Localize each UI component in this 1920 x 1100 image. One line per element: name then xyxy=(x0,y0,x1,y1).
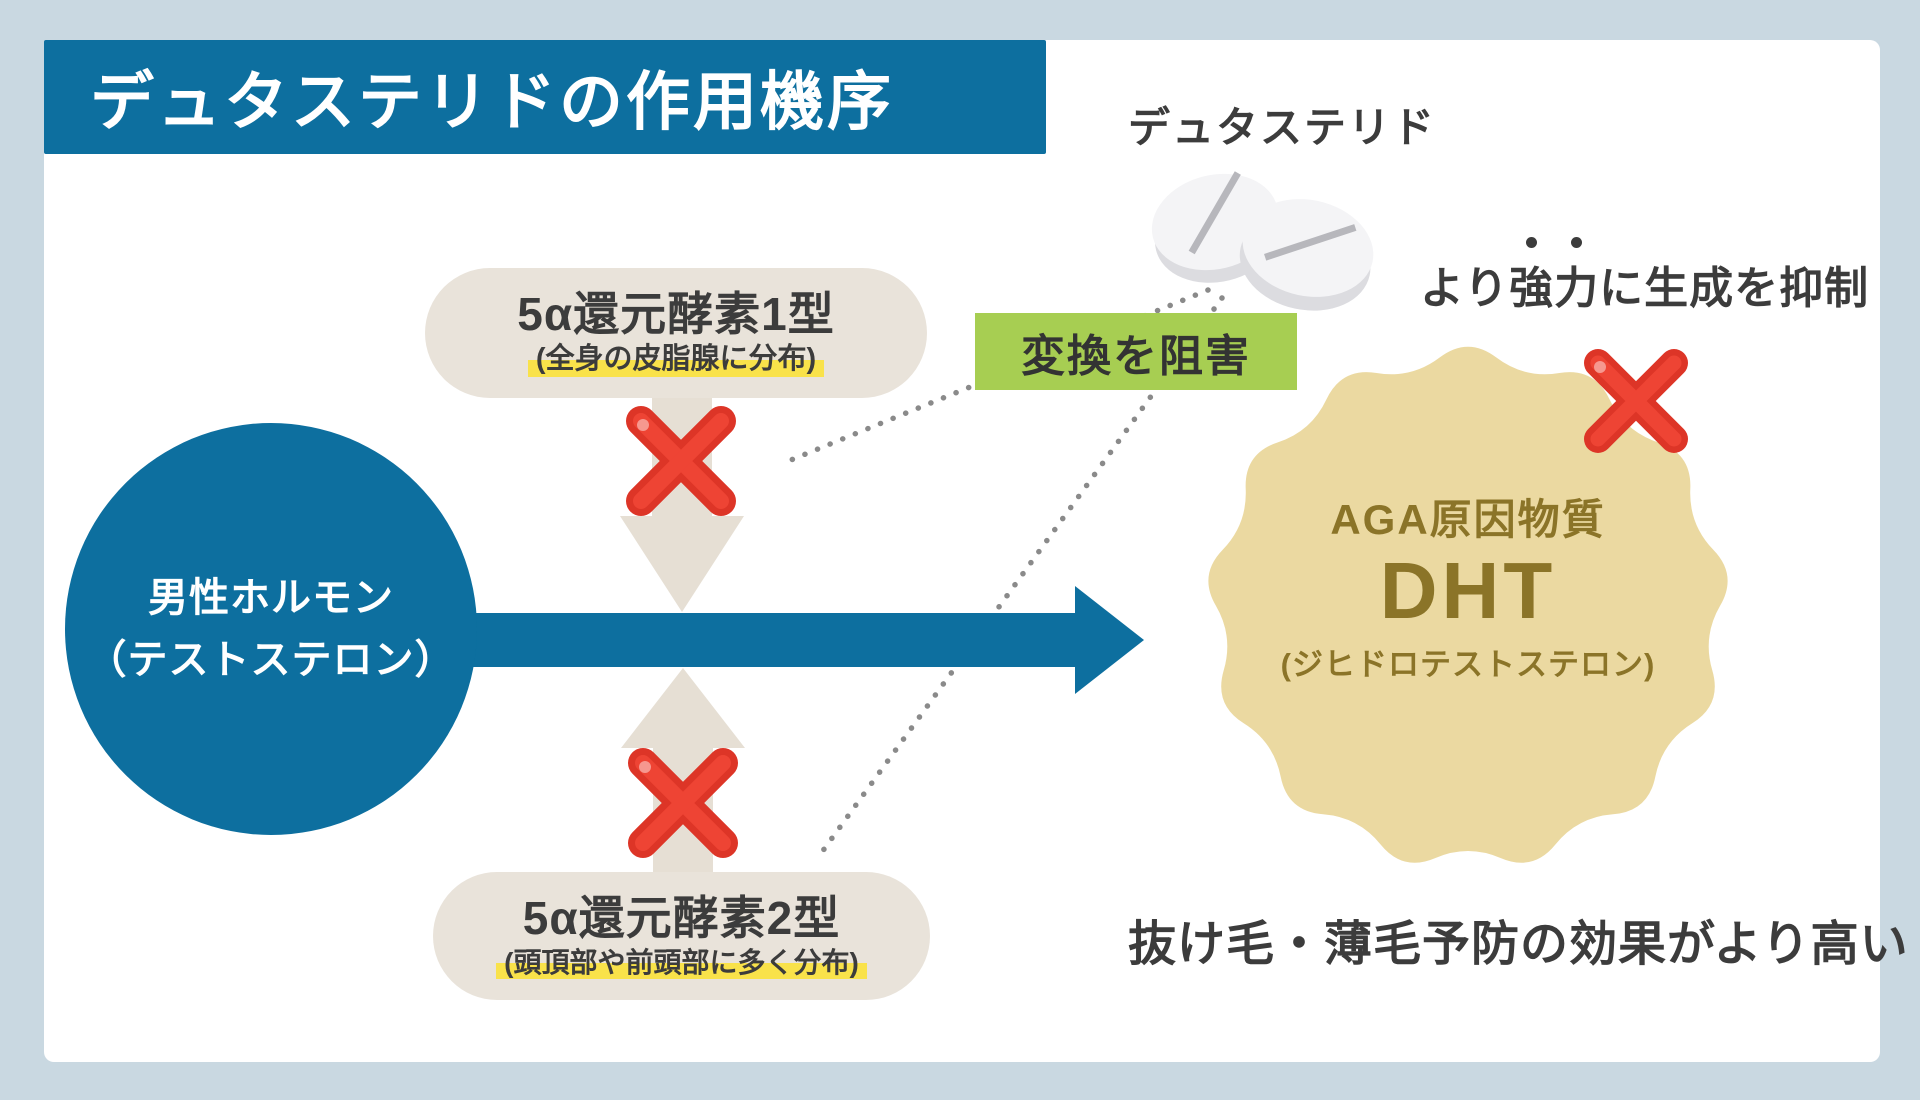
emphasis-dot xyxy=(1525,237,1537,248)
bottom-note: 抜け毛・薄毛予防の効果がより高い xyxy=(1128,918,1909,971)
dotted-line-to-type2 xyxy=(819,295,1225,855)
drug-label: デュタステリド xyxy=(1128,104,1437,151)
x-mark-icon-dht xyxy=(1584,349,1688,453)
emphasis-dot xyxy=(1570,237,1582,248)
suppress-note: より強力に生成を抑制 xyxy=(1420,237,1870,316)
enzyme-type2-box: 5α還元酵素2型 (頭頂部や前頭部に多く分布) xyxy=(433,872,930,1000)
suppress-note-emphasis: 強力 xyxy=(1509,237,1600,316)
dht-starburst-shape xyxy=(1208,346,1728,863)
hormone-line1: 男性ホルモン xyxy=(148,576,394,620)
inhibit-box-label: 変換を阻害 xyxy=(1021,331,1251,381)
x-mark-icon-type2 xyxy=(628,748,738,858)
enzyme-type1-location: (全身の皮脂腺に分布) xyxy=(527,341,825,377)
dht-burst-text: AGA原因物質 DHT (ジヒドロテストステロン) xyxy=(1248,486,1688,684)
hormone-circle: 男性ホルモン （テストステロン） xyxy=(65,423,477,835)
enzyme-type2-location: (頭頂部や前頭部に多く分布) xyxy=(496,945,867,980)
page-title: デュタステリドの作用機序 xyxy=(90,66,894,138)
suppress-note-prefix: より xyxy=(1420,264,1510,313)
title-banner: デュタステリドの作用機序 xyxy=(44,40,1046,154)
dht-burst-reading: (ジヒドロテストステロン) xyxy=(1280,647,1656,682)
suppress-note-suffix: に生成を抑制 xyxy=(1599,264,1870,313)
tablet-pills-icon xyxy=(1151,171,1374,311)
enzyme-type1-box: 5α還元酵素1型 (全身の皮脂腺に分布) xyxy=(425,268,927,398)
dotted-line-to-type1 xyxy=(783,287,1211,465)
inhibit-box: 変換を阻害 xyxy=(975,313,1297,390)
enzyme-type1-name: 5α還元酵素1型 xyxy=(517,288,835,341)
x-mark-icon-type1 xyxy=(626,406,736,516)
suppress-note-emphasis-text: 強力 xyxy=(1509,264,1600,313)
hormone-line2: （テストステロン） xyxy=(86,638,456,682)
conversion-arrow-icon xyxy=(430,586,1144,694)
dht-burst-name: DHT xyxy=(1379,546,1557,635)
dht-burst-label: AGA原因物質 xyxy=(1330,496,1606,543)
enzyme-type2-name: 5α還元酵素2型 xyxy=(522,891,841,944)
